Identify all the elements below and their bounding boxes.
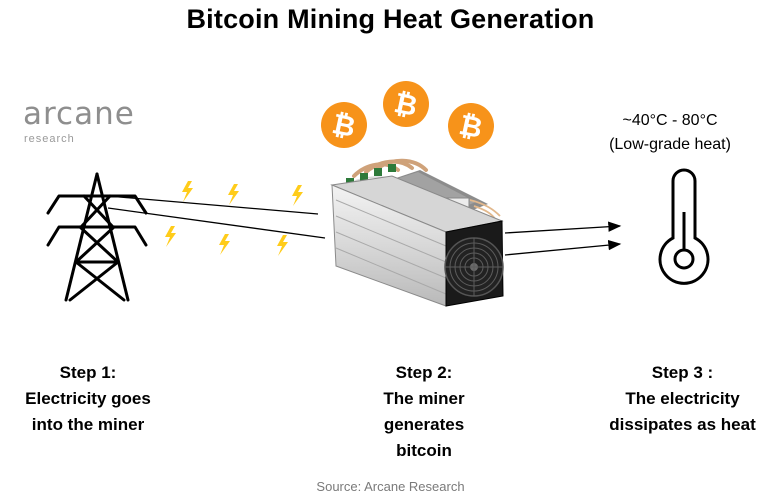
bitcoin-icon: ₿ ₿ ₿ bbox=[321, 81, 494, 149]
step-1-heading: Step 1: bbox=[59, 363, 117, 382]
arrow-icon bbox=[504, 221, 622, 256]
step-2-heading: Step 2: bbox=[395, 363, 453, 382]
step-1-line: into the miner bbox=[31, 415, 145, 434]
step-3-caption: Step 3 : The electricity dissipates as h… bbox=[584, 360, 781, 438]
step-2-caption: Step 2: The miner generates bitcoin bbox=[334, 360, 514, 464]
temperature-note: (Low-grade heat) bbox=[609, 136, 731, 153]
temperature-range: ~40°C - 80°C bbox=[622, 112, 718, 129]
page-title: Bitcoin Mining Heat Generation bbox=[186, 4, 595, 34]
step-2-line: The miner bbox=[383, 389, 465, 408]
lightning-icon bbox=[165, 181, 303, 256]
brand-logo: arcane bbox=[23, 96, 135, 132]
step-2-line: generates bbox=[383, 415, 465, 434]
step-3-line: The electricity bbox=[625, 389, 740, 408]
power-tower-icon bbox=[46, 172, 148, 302]
brand-logo-subtitle: research bbox=[24, 133, 75, 145]
step-3-heading: Step 3 : bbox=[651, 363, 714, 382]
source-credit: Source: Arcane Research bbox=[316, 479, 465, 494]
step-1-line: Electricity goes bbox=[25, 389, 151, 408]
step-2-line: bitcoin bbox=[396, 441, 452, 460]
thermometer-icon bbox=[658, 168, 710, 285]
step-3-line: dissipates as heat bbox=[609, 415, 756, 434]
power-lines bbox=[107, 195, 326, 239]
mining-rig-icon bbox=[330, 158, 504, 307]
step-1-caption: Step 1: Electricity goes into the miner bbox=[0, 360, 176, 438]
